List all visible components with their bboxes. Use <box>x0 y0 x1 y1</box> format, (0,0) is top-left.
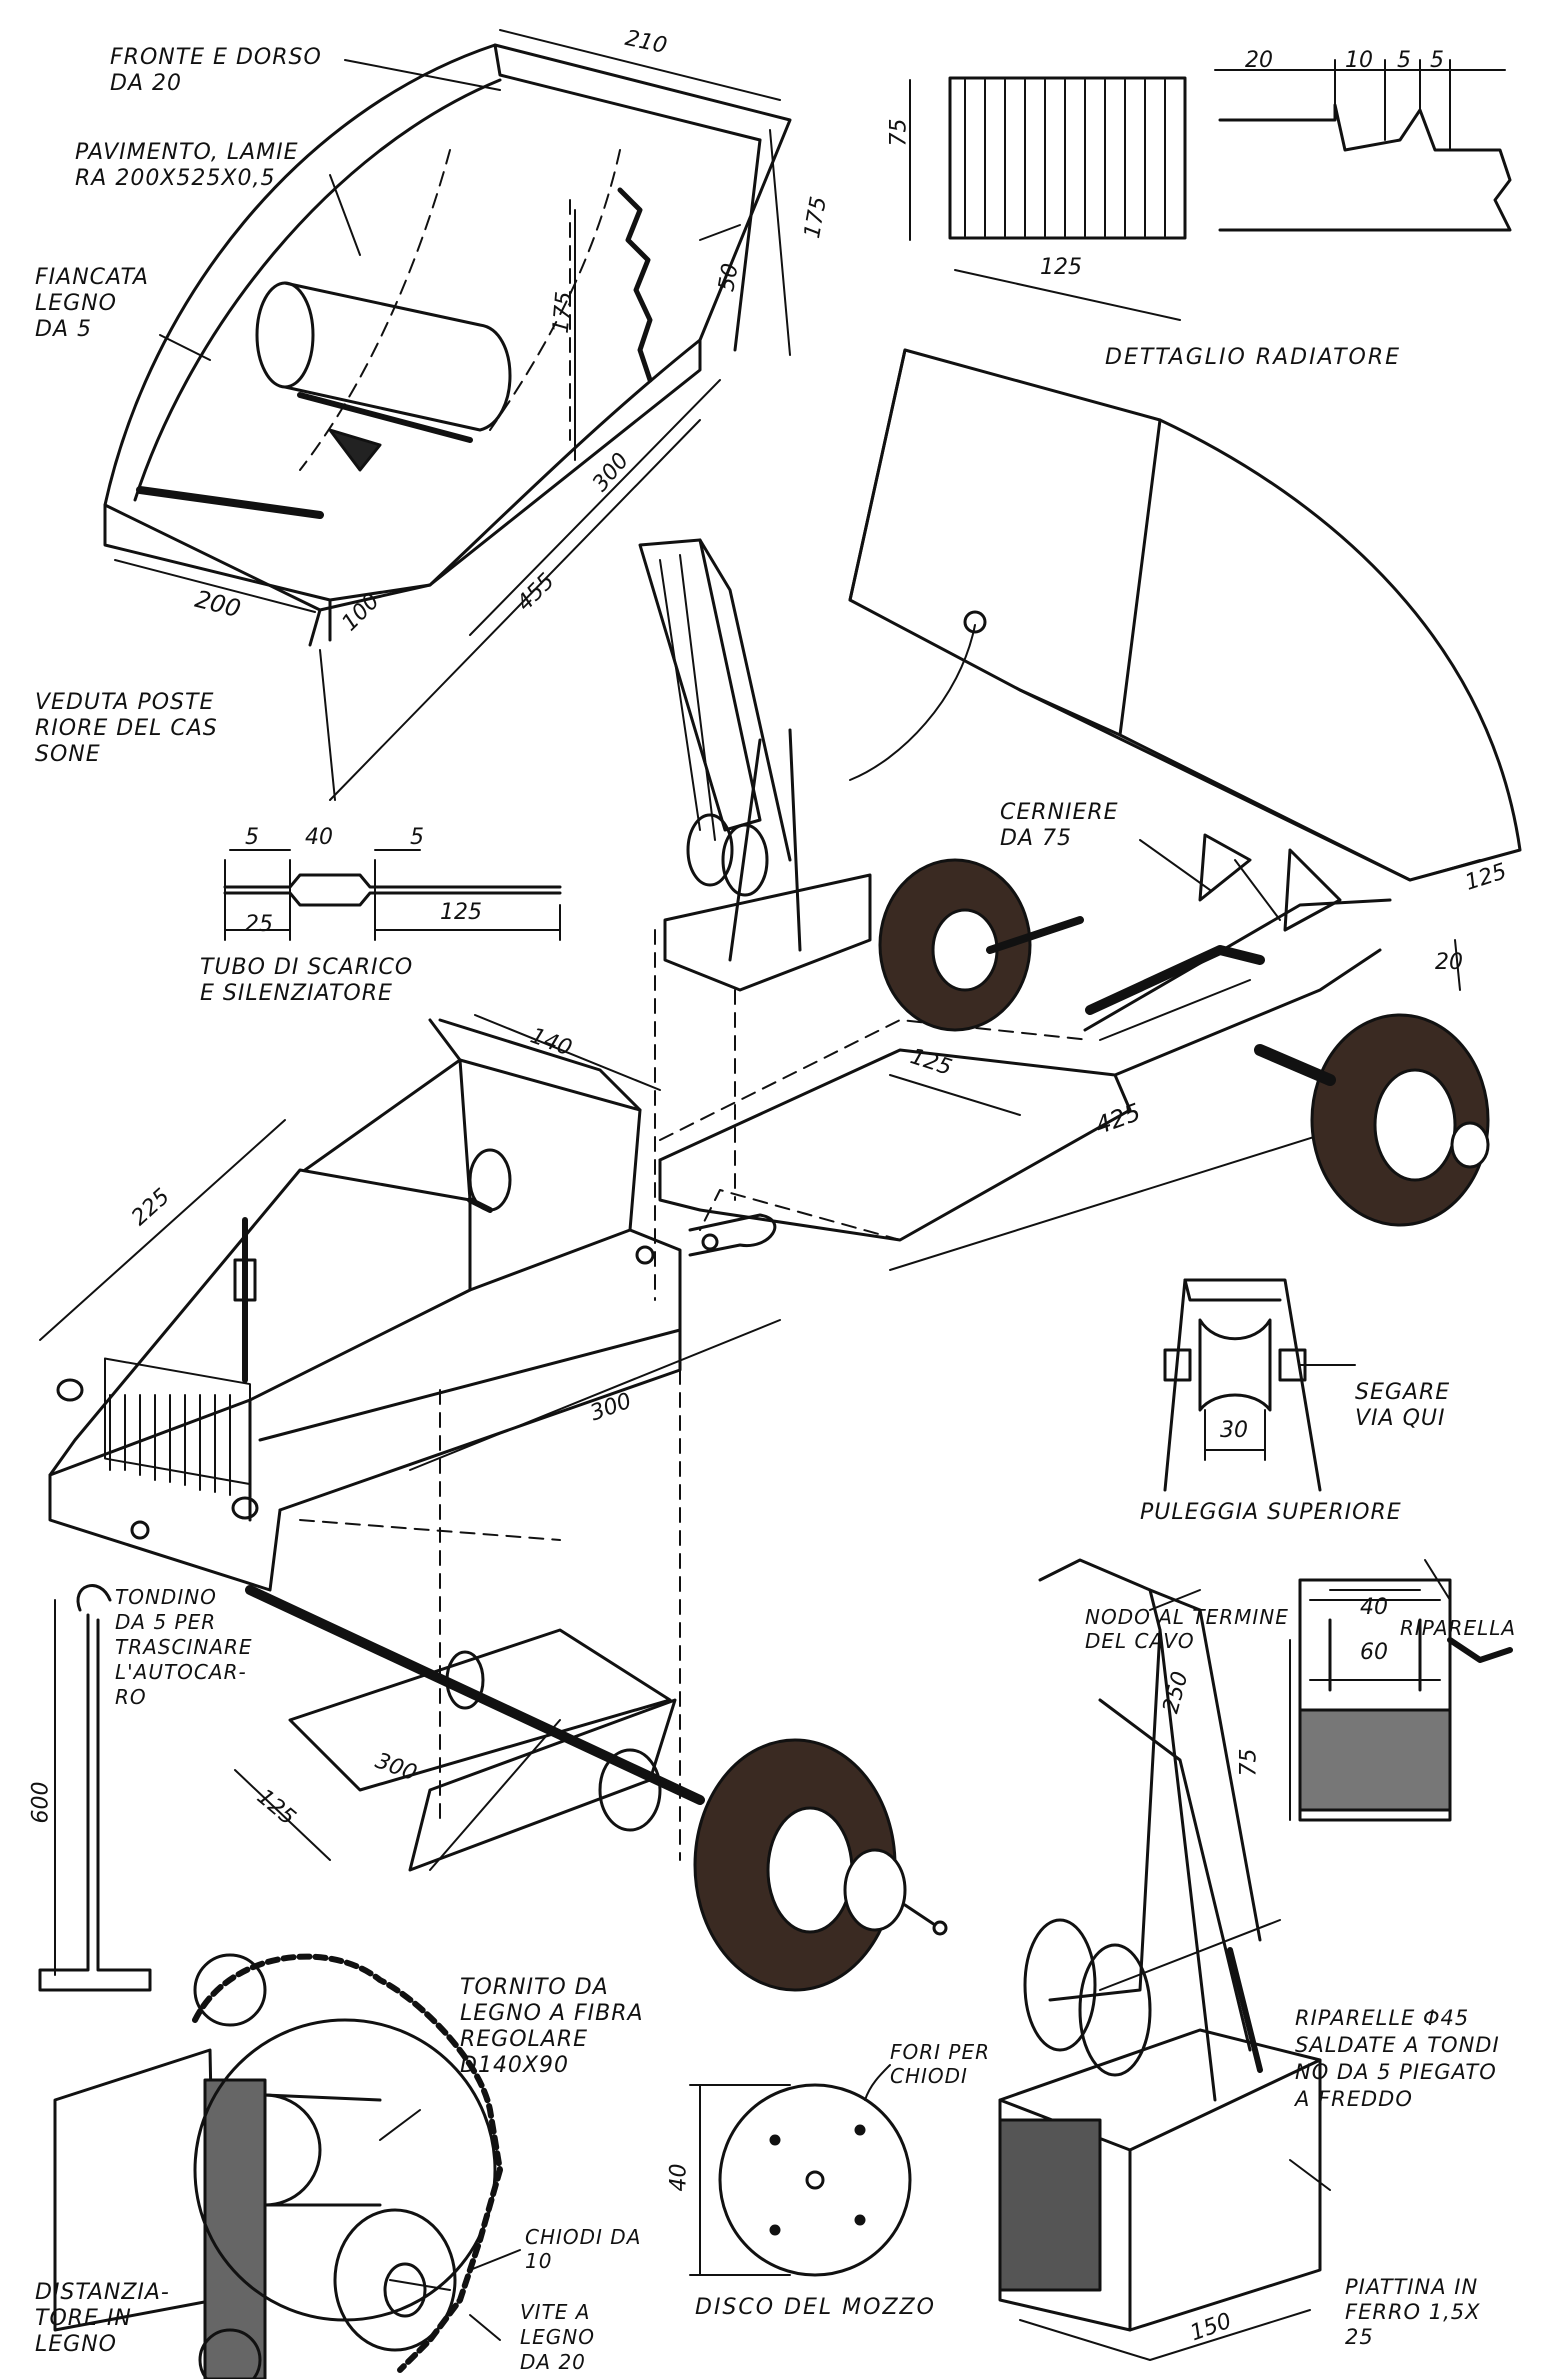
label-tubo-scarico: TUBO DI SCARICO E SILENZIATORE <box>200 955 414 1006</box>
dim-10-profile: 10 <box>1345 48 1373 73</box>
label-fori: FORI PER CHIODI <box>890 2040 990 2088</box>
label-riparelle: RIPARELLE Φ45 SALDATE A TONDI NO DA 5 PI… <box>1295 2006 1500 2111</box>
dim-5-profile-b: 5 <box>1430 48 1444 73</box>
winch-crane <box>638 538 872 992</box>
label-piattina: PIATTINA IN FERRO 1,5x 25 <box>1345 2275 1481 2349</box>
label-tondino: TONDINO DA 5 PER TRASCINARE L'AUTOCAR- R… <box>115 1585 253 1709</box>
hub-detail <box>53 1953 521 2379</box>
dim-40-winch: 40 <box>1360 1595 1388 1620</box>
exhaust-pipe <box>223 849 562 941</box>
label-distanziatore: DISTANZIA- TORE IN LEGNO <box>35 2280 170 2357</box>
tow-rod <box>38 1584 152 1992</box>
dim-20-profile: 20 <box>1245 48 1273 73</box>
label-fronte-dorso: FRONTE E DORSO DA 20 <box>110 45 322 96</box>
dim-40-tubo: 40 <box>305 825 333 850</box>
label-segare: SEGARE VIA QUI <box>1355 1380 1451 1431</box>
label-veduta: VEDUTA POSTE RIORE DEL CAS SONE <box>35 690 218 767</box>
dim-75-radiatore: 75 <box>886 118 912 147</box>
label-puleggia: PULEGGIA SUPERIORE <box>1140 1500 1402 1525</box>
hub-disc <box>689 2064 912 2277</box>
label-cerniere: CERNIERE DA 75 <box>1000 800 1119 851</box>
chassis-frame <box>654 833 1481 1301</box>
dim-175-inner: 175 <box>548 290 578 335</box>
label-nodo: NODO AL TERMINE DEL CAVO <box>1085 1605 1289 1653</box>
label-vite: VITE A LEGNO DA 20 <box>520 2300 595 2374</box>
dim-25-tubo: 25 <box>245 912 273 937</box>
front-wheel <box>1254 1013 1490 1227</box>
cassone-drawing <box>103 29 792 801</box>
dim-50: 50 <box>714 261 744 294</box>
dim-60-winch: 60 <box>1360 1640 1388 1665</box>
label-pavimento: PAVIMENTO, LAMIE RA 200x525x0,5 <box>75 140 299 191</box>
dim-600: 600 <box>28 1781 54 1824</box>
dim-30: 30 <box>1220 1418 1248 1443</box>
radiatore-detail <box>909 59 1512 321</box>
dim-125-radiatore: 125 <box>1040 255 1082 280</box>
label-riparella: RIPARELLA <box>1400 1616 1517 1640</box>
label-dettaglio-radiatore: DETTAGLIO RADIATORE <box>1105 345 1402 370</box>
truck-cab <box>39 1014 781 1861</box>
dim-75-winch: 75 <box>1236 1748 1262 1777</box>
front-axle <box>234 1585 705 1872</box>
dim-125-tubo: 125 <box>440 900 482 925</box>
label-tornito: TORNITO DA LEGNO A FIBRA REGOLARE D140x9… <box>460 1975 644 2078</box>
label-chiodi: CHIODI DA 10 <box>525 2225 642 2273</box>
dim-20-side: 20 <box>1435 950 1463 975</box>
label-fiancata: FIANCATA LEGNO DA 5 <box>35 265 149 342</box>
rear-wheel <box>878 858 1084 1032</box>
dim-40-disc: 40 <box>666 2163 692 2192</box>
tipping-box <box>848 348 1522 882</box>
winch-detail <box>998 1558 1513 2361</box>
puleggia-detail <box>1163 1278 1356 1492</box>
dim-5-tubo-a: 5 <box>245 825 259 850</box>
spare-wheel <box>693 1738 948 1992</box>
label-disco: DISCO DEL MOZZO <box>695 2295 936 2320</box>
dim-5-profile-a: 5 <box>1397 48 1411 73</box>
dim-5-tubo-b: 5 <box>410 825 424 850</box>
